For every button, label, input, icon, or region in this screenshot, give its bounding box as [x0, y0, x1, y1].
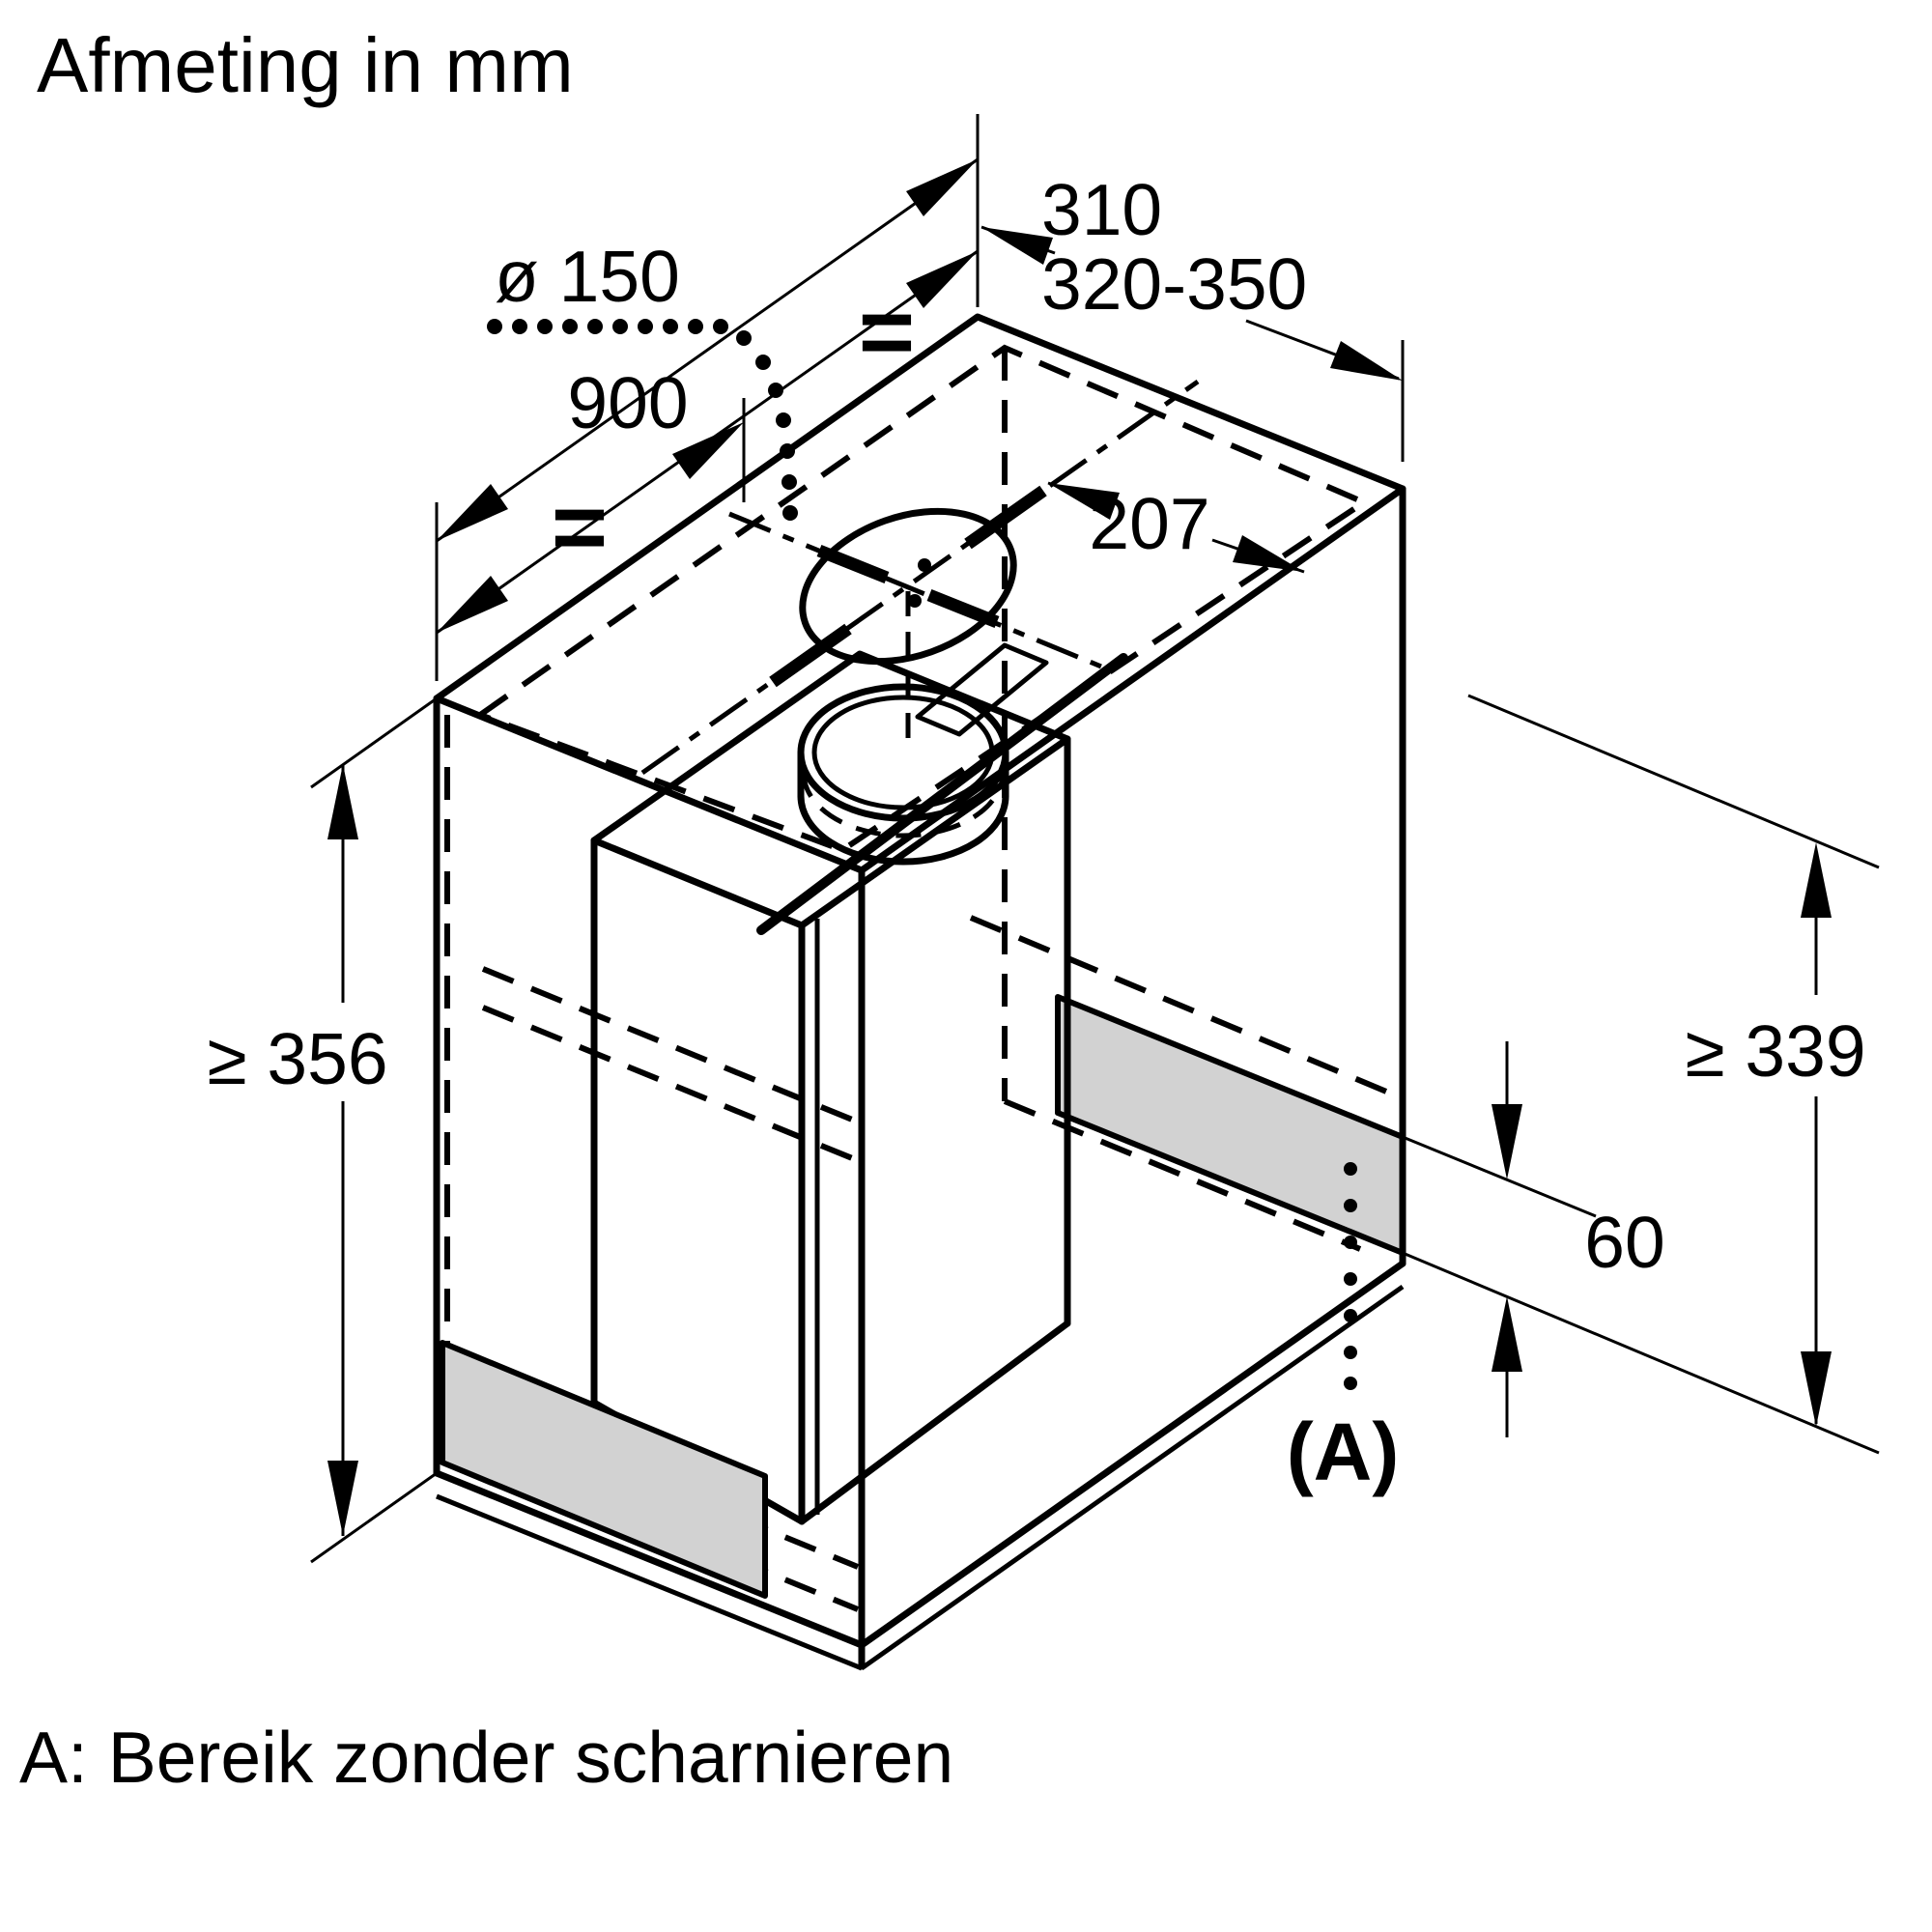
collar-outer-rim — [797, 683, 1009, 822]
leader-dot — [537, 319, 553, 334]
label-duct-diameter: ø 150 — [495, 236, 680, 317]
cabinet-outline — [433, 313, 1406, 1671]
zone-dot — [1344, 1346, 1357, 1359]
leader-dot — [713, 319, 728, 334]
arrow-356-down — [327, 1461, 358, 1536]
arrow-60-down — [1492, 1104, 1522, 1179]
leader-dot — [736, 330, 752, 346]
cabinet-bottom-edges — [433, 1260, 1406, 1649]
label-depth-320-350: 320-350 — [1041, 243, 1307, 325]
leader-dot — [512, 319, 527, 334]
arrow-339-up — [1801, 842, 1832, 918]
collar-bottom-arc — [797, 792, 1009, 866]
leader-dot — [638, 319, 653, 334]
center-dot-1 — [918, 558, 931, 572]
center-dot-2 — [908, 594, 922, 608]
arrow-900-left — [437, 484, 508, 541]
label-60: 60 — [1584, 1202, 1664, 1283]
dim-900 — [435, 114, 980, 681]
label-zone-a: (A) — [1287, 1406, 1400, 1497]
arrow-310 — [981, 227, 1053, 265]
cabinet-bottom-frame — [436, 1284, 1405, 1671]
leader-dot — [780, 443, 795, 459]
equal-mark-left: = — [552, 473, 608, 582]
arrow-half-left — [437, 576, 508, 633]
hinge-free-band — [1055, 994, 1406, 1256]
zone-dot — [1344, 1162, 1357, 1176]
dim-depth — [980, 225, 1405, 462]
arrow-half-mid — [672, 422, 744, 479]
label-min-356: ≥ 356 — [207, 1018, 387, 1099]
ext-top-right — [1467, 694, 1880, 869]
leader-dot — [663, 319, 678, 334]
leader-dot — [776, 412, 791, 428]
leader-dot — [587, 319, 603, 334]
cabinet-vertical-edges — [433, 485, 1406, 1670]
zone-dot — [1344, 1377, 1357, 1390]
ext-bottom-left — [310, 1471, 438, 1564]
leader-dot — [781, 474, 797, 490]
page-title: Afmeting in mm — [37, 22, 574, 108]
inner-vertical-edges — [444, 348, 1008, 1446]
duct-hole — [640, 379, 1200, 776]
label-width-900: 900 — [567, 362, 688, 443]
leader-dot — [562, 319, 578, 334]
hood-bracket — [915, 642, 1049, 737]
label-min-339: ≥ 339 — [1685, 1010, 1865, 1092]
dim-207 — [1047, 481, 1305, 574]
label-depth-310: 310 — [1041, 169, 1162, 250]
arrow-half-right — [906, 251, 978, 308]
duct-hole-outline — [799, 507, 1017, 666]
diameter-leader-dots — [487, 319, 798, 521]
ext-band-top — [1402, 1135, 1597, 1218]
hood-mounting-bar — [756, 653, 1128, 935]
leader-dot — [768, 383, 783, 398]
leader-dot — [755, 355, 771, 370]
arrow-356-up — [327, 764, 358, 839]
inner-top-face-outline — [473, 344, 1371, 854]
leader-dot — [612, 319, 628, 334]
arrow-207-nw — [1048, 483, 1120, 520]
collar-inner-rim — [811, 695, 995, 810]
leader-dot — [487, 319, 502, 334]
dim-60 — [1402, 1041, 1597, 1437]
zone-dot — [1344, 1236, 1357, 1249]
collar-dashed-band — [801, 772, 1006, 838]
arrow-60-up — [1492, 1296, 1522, 1372]
collar-sides — [797, 749, 1009, 800]
arrow-320-350 — [1330, 341, 1403, 381]
arrow-207-se — [1233, 535, 1304, 572]
leader-dot — [782, 505, 798, 521]
caption: A: Bereik zonder scharnieren — [19, 1717, 953, 1798]
dim-line-900 — [436, 157, 979, 543]
zone-dot — [1344, 1272, 1357, 1286]
ext-bottom-right — [1402, 1251, 1880, 1455]
zone-a-reference — [1344, 1162, 1357, 1390]
arrow-900-right — [906, 159, 978, 216]
ext-top-left — [310, 696, 438, 789]
hole-centerline-width — [640, 379, 1200, 776]
bottom-front-strip — [440, 1340, 768, 1599]
arrow-339-down — [1801, 1351, 1832, 1427]
hood-vertical-edges — [590, 735, 1071, 1525]
leader-dot — [688, 319, 703, 334]
hole-centerline-depth — [728, 511, 1107, 671]
zone-dot — [1344, 1309, 1357, 1322]
equal-mark-right: = — [859, 278, 915, 386]
zone-dot — [1344, 1199, 1357, 1212]
label-207: 207 — [1089, 483, 1209, 564]
duct-collar — [797, 683, 1009, 866]
dim-356 — [310, 696, 438, 1564]
dim-339 — [1402, 694, 1880, 1455]
